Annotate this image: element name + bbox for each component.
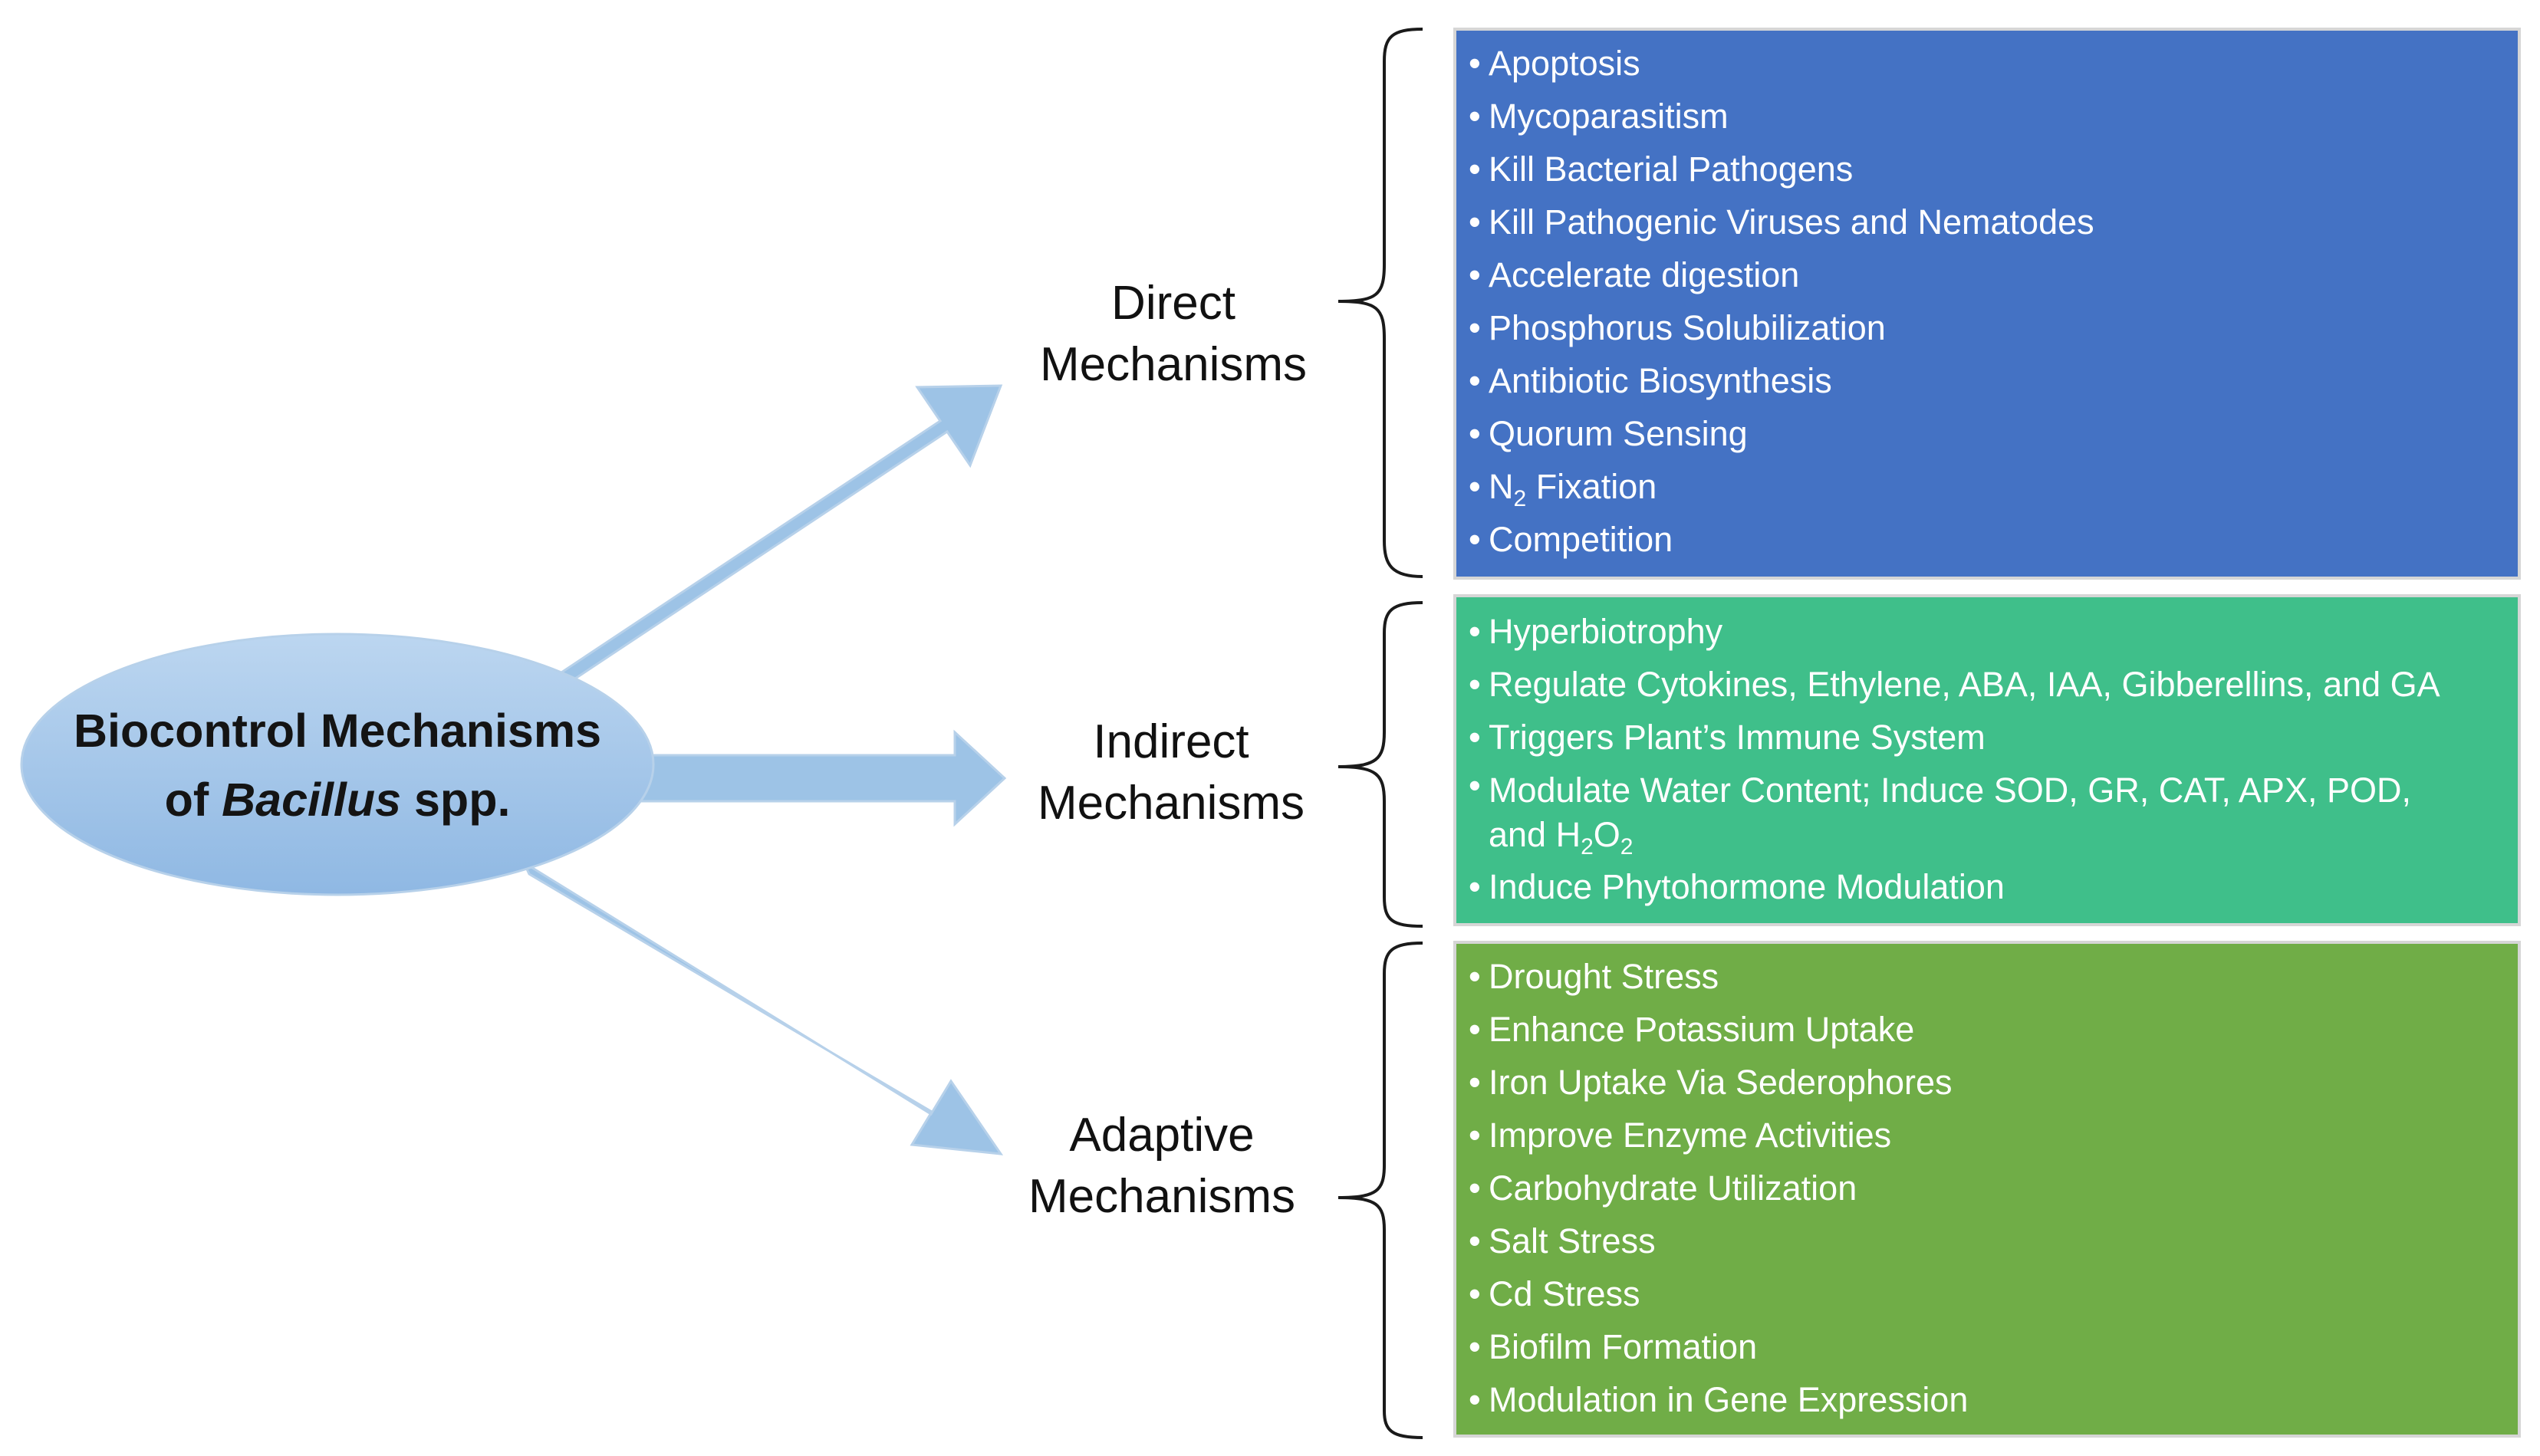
list-item: Accelerate digestion [1467,250,2518,303]
list-item: Apoptosis [1467,38,2518,91]
list-item: Biofilm Formation [1467,1322,2518,1375]
central-ellipse [20,633,655,896]
list-item: Improve Enzyme Activities [1467,1110,2518,1163]
direct-mechanisms-box: Apoptosis Mycoparasitism Kill Bacterial … [1452,26,2522,581]
list-item: Carbohydrate Utilization [1467,1163,2518,1216]
list-item: Antibiotic Biosynthesis [1467,356,2518,409]
list-item: Kill Bacterial Pathogens [1467,144,2518,197]
category-direct: Direct Mechanisms [974,273,1373,396]
central-label-line1: Biocontrol Mechanisms [73,705,602,757]
list-item: Regulate Cytokines, Ethylene, ABA, IAA, … [1467,658,2518,711]
list-item: Iron Uptake Via Sederophores [1467,1057,2518,1110]
list-item-n2-fixation: N2 Fixation [1467,462,2518,514]
arrow-to-direct [554,384,1003,689]
list-item: Modulation in Gene Expression [1467,1375,2518,1428]
arrow-to-indirect [635,729,1007,827]
central-label-genus: Bacillus [222,774,402,826]
adaptive-mechanisms-list: Drought Stress Enhance Potassium Uptake … [1467,951,2518,1428]
list-item: Cd Stress [1467,1269,2518,1322]
central-label-suffix: spp. [401,774,511,826]
brace-indirect [1337,601,1423,928]
central-label-prefix: of [164,774,222,826]
n2-subscript: 2 [1513,486,1527,511]
list-item-modulate-water: Modulate Water Content; Induce SOD, GR, … [1467,764,2518,860]
indirect-mechanisms-list: Hyperbiotrophy Regulate Cytokines, Ethyl… [1467,605,2518,913]
modulate-line1: Modulate Water Content; Induce SOD, GR, … [1489,771,2411,810]
brace-adaptive [1337,942,1423,1439]
list-item: Drought Stress [1467,951,2518,1004]
h2-subscript: 2 [1581,834,1594,859]
category-indirect-line1: Indirect [1093,715,1249,768]
category-direct-line2: Mechanisms [1040,338,1307,391]
category-direct-line1: Direct [1111,277,1235,330]
n2-base: N [1489,467,1514,506]
modulate-line2: and H2O2 [1489,813,2518,859]
category-adaptive: Adaptive Mechanisms [962,1105,1361,1228]
category-adaptive-line1: Adaptive [1069,1109,1255,1162]
list-item: Competition [1467,514,2518,567]
list-item: Triggers Plant’s Immune System [1467,711,2518,764]
n2-rest: Fixation [1526,467,1657,506]
arrow-to-adaptive [521,859,1004,1155]
category-indirect: Indirect Mechanisms [972,712,1370,834]
list-item: Quorum Sensing [1467,409,2518,462]
adaptive-mechanisms-box: Drought Stress Enhance Potassium Uptake … [1452,939,2522,1439]
list-item: Hyperbiotrophy [1467,605,2518,658]
category-indirect-line2: Mechanisms [1038,777,1305,830]
brace-direct [1337,28,1423,578]
list-item: Phosphorus Solubilization [1467,303,2518,356]
o2-subscript: 2 [1620,834,1634,859]
list-item: Salt Stress [1467,1216,2518,1269]
list-item: Kill Pathogenic Viruses and Nematodes [1467,197,2518,250]
list-item: Induce Phytohormone Modulation [1467,860,2518,913]
list-item: Mycoparasitism [1467,91,2518,144]
modulate-line2-prefix: and H [1489,815,1581,854]
list-item: Enhance Potassium Uptake [1467,1004,2518,1057]
direct-mechanisms-list: Apoptosis Mycoparasitism Kill Bacterial … [1467,38,2518,567]
central-concept-label: Biocontrol Mechanisms of Bacillus spp. [23,635,652,896]
category-adaptive-line2: Mechanisms [1028,1170,1295,1223]
modulate-line2-mid: O [1593,815,1620,854]
central-label-line2: of Bacillus spp. [165,765,511,834]
indirect-mechanisms-box: Hyperbiotrophy Regulate Cytokines, Ethyl… [1452,593,2522,928]
